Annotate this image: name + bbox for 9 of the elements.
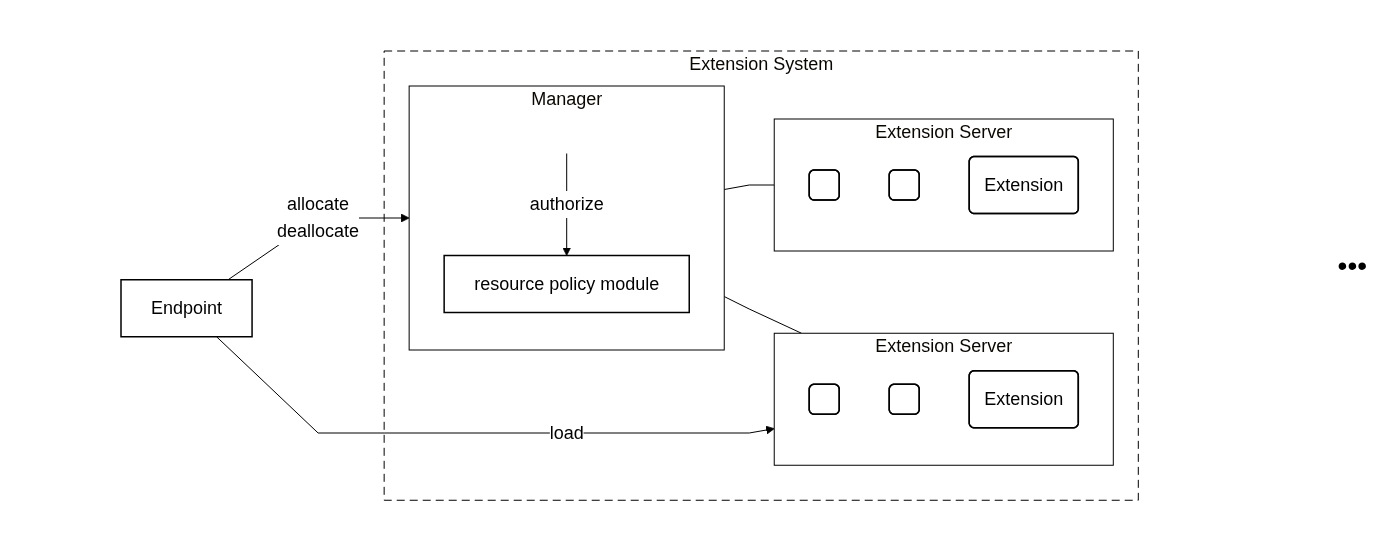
arrow <box>216 336 775 435</box>
edge-label: allocate deallocate <box>277 193 360 241</box>
edge-label: authorize <box>530 193 605 214</box>
edge-label: load <box>550 422 585 443</box>
ellipsis-dots: ••• <box>1337 250 1367 282</box>
connector <box>724 295 803 334</box>
connector <box>724 184 776 190</box>
node-box: resource policy module <box>443 254 691 314</box>
node-box: Endpoint <box>120 278 254 338</box>
